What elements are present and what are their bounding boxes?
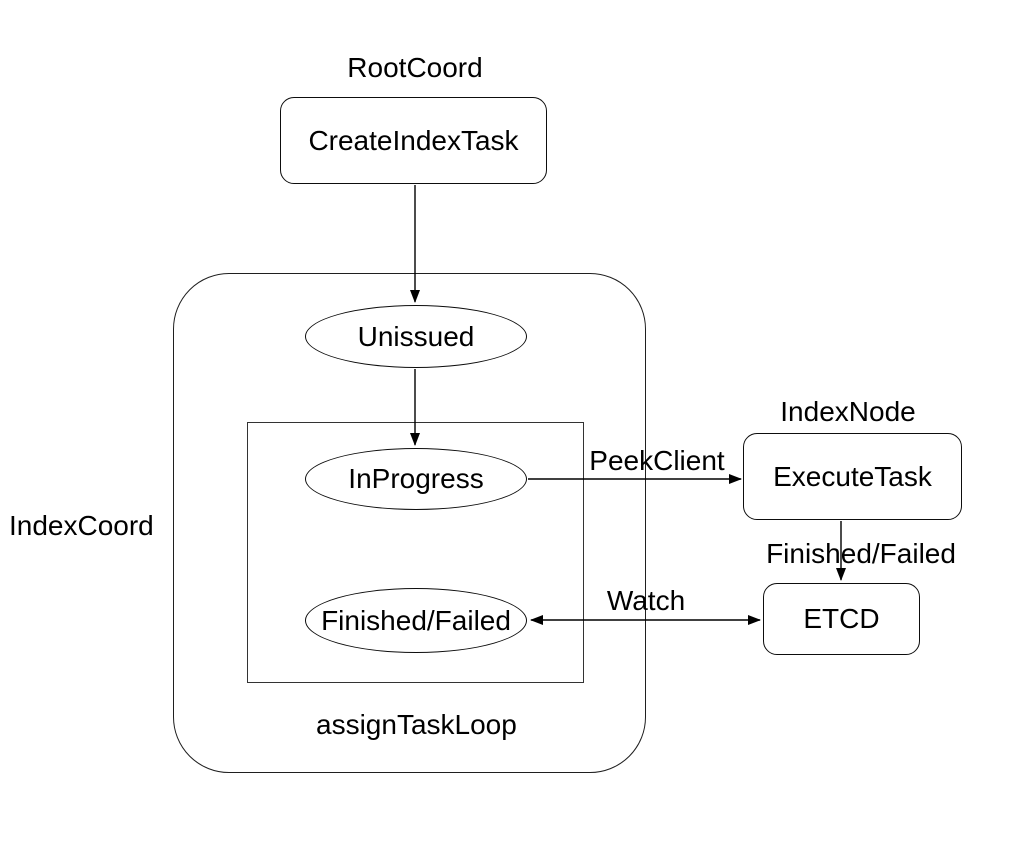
node-in-progress: InProgress bbox=[305, 448, 527, 510]
indexnode-group-label: IndexNode bbox=[780, 396, 916, 427]
edge-label-finished-failed: Finished/Failed bbox=[766, 538, 956, 569]
node-execute-task: ExecuteTask bbox=[743, 433, 962, 520]
indexcoord-group-label: IndexCoord bbox=[9, 510, 154, 541]
node-in-progress-label: InProgress bbox=[348, 463, 484, 494]
assigntaskloop-label: assignTaskLoop bbox=[316, 709, 517, 740]
node-etcd: ETCD bbox=[763, 583, 920, 655]
rootcoord-group-label: RootCoord bbox=[347, 52, 483, 83]
node-execute-task-label: ExecuteTask bbox=[773, 460, 932, 492]
node-etcd-label: ETCD bbox=[803, 603, 880, 634]
node-create-index-task: CreateIndexTask bbox=[280, 97, 547, 184]
node-create-index-task-label: CreateIndexTask bbox=[308, 124, 519, 156]
node-finished-failed: Finished/Failed bbox=[305, 588, 527, 653]
indexcoord-container bbox=[173, 273, 646, 773]
node-finished-failed-label: Finished/Failed bbox=[321, 604, 511, 636]
edge-label-watch: Watch bbox=[606, 585, 686, 616]
node-unissued: Unissued bbox=[305, 305, 527, 368]
edge-label-peekclient: PeekClient bbox=[589, 445, 725, 476]
node-unissued-label: Unissued bbox=[357, 320, 475, 352]
